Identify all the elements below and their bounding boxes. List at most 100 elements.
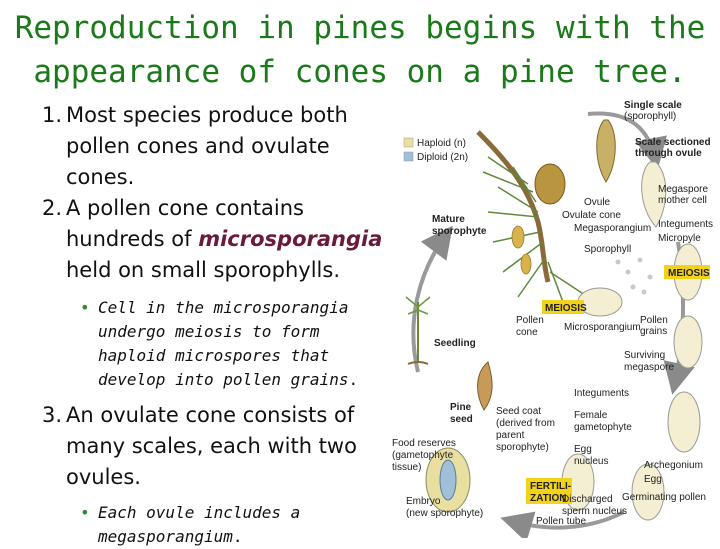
subpoint-1-line-4: develop into pollen grains.	[98, 368, 387, 392]
legend: Haploid (n) Diploid (2n)	[403, 137, 468, 163]
label-single-scale-2: (sporophyll)	[624, 111, 676, 122]
label-surviving-1: Surviving	[624, 350, 665, 361]
label-seed-coat-3: parent	[496, 430, 525, 441]
subpoint-2-bullet: •	[80, 503, 90, 522]
label-scale-sectioned-2: through ovule	[635, 148, 702, 159]
label-food-2: (gametophyte	[392, 450, 454, 461]
point-3-line-2: many scales, each with two	[66, 434, 357, 458]
label-single-scale-1: Single scale	[624, 100, 682, 111]
label-scale-sectioned-1: Scale sectioned	[635, 137, 711, 148]
mature-sporophyte-branch	[476, 130, 589, 303]
subpoint-1-line-3: haploid microspores that	[98, 346, 330, 365]
pine-life-cycle-diagram: Haploid (n) Diploid (2n)	[392, 100, 713, 538]
label-integuments-top: Integuments	[658, 219, 713, 230]
label-mature-2: sporophyte	[432, 226, 487, 237]
label-seed-coat-2: (derived from	[496, 418, 555, 429]
subpoint-1-line-1: Cell in the microsporangia	[98, 298, 349, 317]
label-mature-1: Mature	[432, 214, 465, 225]
surviving-megaspore-ovule-icon	[673, 315, 703, 369]
label-embryo-1: Embryo	[406, 496, 441, 507]
point-2-line-2: hundreds of microsporangia	[42, 224, 387, 255]
point-2-line-2a: hundreds of	[66, 227, 199, 251]
label-integuments-bottom: Integuments	[574, 388, 629, 399]
label-sporophyll: Sporophyll	[584, 244, 631, 255]
point-1-line-3: cones.	[66, 165, 135, 189]
archegonium-ovule-icon	[631, 463, 665, 521]
cycle-arrow-bottom	[500, 510, 625, 538]
label-megasporangium: Megasporangium	[574, 223, 651, 234]
label-fertilization-1: FERTILI-	[530, 481, 571, 492]
seedling-icon	[405, 296, 431, 365]
legend-haploid: Haploid (n)	[417, 138, 466, 149]
ovulate-cone-icon	[534, 163, 566, 205]
pollen-cone-icon	[511, 225, 525, 249]
point-1-line-2: pollen cones and ovulate	[66, 134, 330, 158]
point-2-line-3: held on small sporophylls.	[66, 258, 341, 282]
point-2-line-1: A pollen cone contains	[66, 196, 304, 220]
subpoint-1: • Cell in the microsporangia undergo mei…	[80, 296, 387, 392]
point-1-line-1: Most species produce both	[66, 103, 348, 127]
label-egg: Egg	[644, 474, 662, 485]
label-egg-nucleus-1: Egg	[574, 444, 592, 455]
title-line-2: appearance of cones on a pine tree.	[33, 54, 687, 90]
label-egg-nucleus-2: nucleus	[574, 456, 608, 467]
label-meiosis-left: MEIOSIS	[545, 303, 587, 314]
label-pollen-grains-2: grains	[640, 326, 667, 337]
title-line-1: Reproduction in pines begins with the	[14, 10, 706, 46]
scale-section-icon	[641, 161, 667, 228]
label-pollen-tube: Pollen tube	[536, 516, 586, 527]
subpoint-1-line-4-text: develop into pollen grains	[98, 370, 349, 389]
label-female-2: gametophyte	[574, 422, 632, 433]
point-2: 2.A pollen cone contains hundreds of mic…	[42, 193, 387, 286]
label-discharged-1: Discharged	[562, 494, 613, 505]
label-pollen-cone-2: cone	[516, 327, 538, 338]
label-fertilization-2: ZATION	[530, 493, 566, 504]
point-2-number: 2.	[42, 196, 63, 220]
label-ovule: Ovule	[584, 197, 611, 208]
label-megaspore-mother-2: mother cell	[658, 195, 707, 206]
slide-title: Reproduction in pines begins with the ap…	[0, 6, 720, 94]
point-1-number: 1.	[42, 103, 63, 127]
cycle-arrow-top	[587, 111, 667, 170]
point-3-number: 3.	[42, 403, 63, 427]
point-1: 1.Most species produce both pollen cones…	[42, 100, 387, 193]
label-food-1: Food reserves	[392, 438, 456, 449]
meiosis-box-right	[664, 265, 710, 279]
point-3-line-3: ovules.	[66, 465, 141, 489]
label-megaspore-mother-1: Megaspore	[658, 184, 708, 195]
label-seedling: Seedling	[434, 338, 476, 349]
label-archegonium: Archegonium	[644, 460, 703, 471]
meiosis-box-left	[542, 300, 584, 314]
legend-diploid: Diploid (2n)	[417, 152, 468, 163]
label-embryo-2: (new sporophyte)	[406, 508, 483, 519]
label-female-1: Female	[574, 410, 608, 421]
pollen-cone-icon-2	[520, 253, 532, 275]
label-germinating: Germinating pollen	[622, 492, 706, 503]
pollen-grains-icon	[615, 257, 653, 295]
microsporangia-term: microsporangia	[198, 227, 383, 251]
point-3: 3.An ovulate cone consists of many scale…	[42, 400, 387, 493]
subpoint-2-line-2-text: megasporangium	[98, 527, 233, 546]
label-ovulate-cone: Ovulate cone	[562, 210, 621, 221]
subpoint-1-period: .	[348, 370, 359, 389]
fertilization-box	[526, 478, 572, 504]
haploid-swatch	[403, 137, 414, 148]
label-surviving-2: megaspore	[624, 362, 674, 373]
diploid-swatch	[403, 151, 414, 162]
label-food-3: tissue)	[392, 462, 421, 473]
branch-icon	[476, 130, 551, 283]
subpoint-2-line-2: megasporangium.	[98, 525, 387, 549]
subpoint-2-line-1: Each ovule includes a	[98, 503, 301, 522]
bullet-list: 1.Most species produce both pollen cones…	[42, 100, 387, 549]
point-3-line-1: An ovulate cone consists of	[66, 403, 355, 427]
subpoint-1-line-2: undergo meiosis to form	[98, 322, 320, 341]
label-discharged-2: sperm nucleus	[562, 506, 627, 517]
embryo-icon	[439, 459, 457, 501]
subpoint-2-period: .	[232, 527, 243, 546]
label-meiosis-right: MEIOSIS	[668, 268, 710, 279]
pine-seed-icon	[477, 361, 493, 411]
label-pine-seed-2: seed	[450, 414, 473, 425]
label-seed-coat-4: sporophyte)	[496, 442, 549, 453]
label-pine-seed-1: Pine	[450, 402, 472, 413]
label-seed-coat-1: Seed coat	[496, 406, 541, 417]
